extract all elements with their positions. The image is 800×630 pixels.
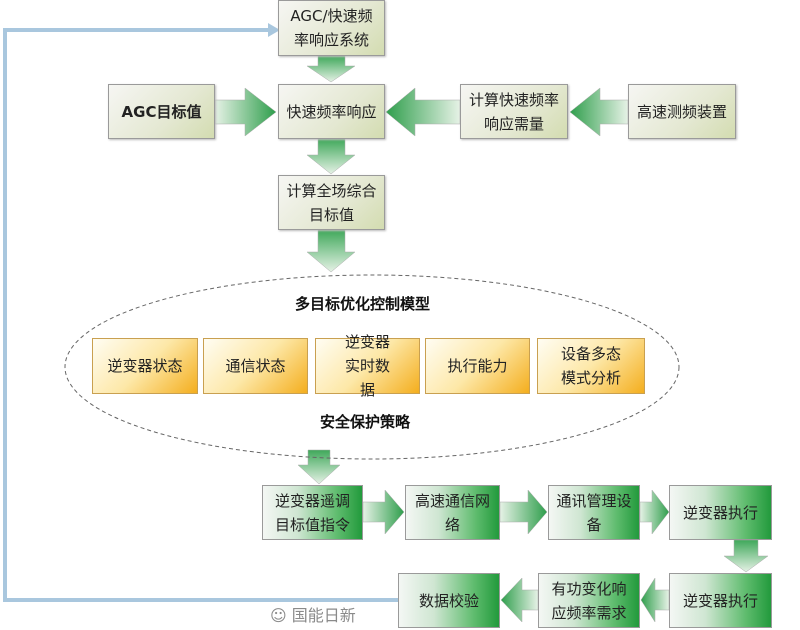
arrow-down <box>306 55 356 83</box>
watermark: ☺ 国能日新 <box>270 605 356 627</box>
arrow-right <box>639 489 670 535</box>
factor-box: 执行能力 <box>425 338 530 394</box>
wechat-icon: ☺ <box>270 606 287 625</box>
fast-freq-response-box: 快速频率响应 <box>278 84 385 139</box>
watermark-text: 国能日新 <box>291 606 356 625</box>
arrow-down <box>306 138 356 175</box>
arrow-right <box>499 489 548 535</box>
arrow-down <box>297 449 341 485</box>
arrow-left <box>569 87 629 137</box>
feedback-line <box>3 28 398 602</box>
arrow-left <box>500 577 539 623</box>
model-ellipse <box>64 274 680 460</box>
flow-box: 逆变器执行 <box>669 485 772 540</box>
factor-box: 逆变器状态 <box>92 338 198 394</box>
flow-box: 逆变器执行 <box>669 573 772 628</box>
agc-target-box: AGC目标值 <box>108 84 215 139</box>
calc-demand-box: 计算快速频率响应需量 <box>460 84 568 139</box>
flow-box: 数据校验 <box>398 573 500 628</box>
flow-box: 有功变化响应频率需求 <box>538 573 640 628</box>
arrow-left <box>640 577 670 623</box>
flow-box: 通讯管理设备 <box>548 485 640 540</box>
agc-system-box: AGC/快速频率响应系统 <box>278 0 385 56</box>
factor-box: 设备多态模式分析 <box>537 338 645 394</box>
factor-box: 通信状态 <box>203 338 308 394</box>
arrow-left <box>385 87 461 137</box>
arrow-down <box>306 229 356 273</box>
model-title: 多目标优化控制模型 <box>295 295 431 313</box>
flow-box: 高速通信网络 <box>405 485 500 540</box>
flow-box: 逆变器遥调目标值指令 <box>262 485 363 540</box>
freq-device-box: 高速测频装置 <box>628 84 736 139</box>
calc-total-target-box: 计算全场综合目标值 <box>278 175 385 230</box>
arrow-down <box>723 539 769 573</box>
feedback-arrowhead <box>268 23 280 37</box>
arrow-right <box>362 489 405 535</box>
arrow-right <box>214 87 277 137</box>
model-subtitle: 安全保护策略 <box>320 413 411 431</box>
factor-box: 逆变器实时数据 <box>315 333 420 399</box>
